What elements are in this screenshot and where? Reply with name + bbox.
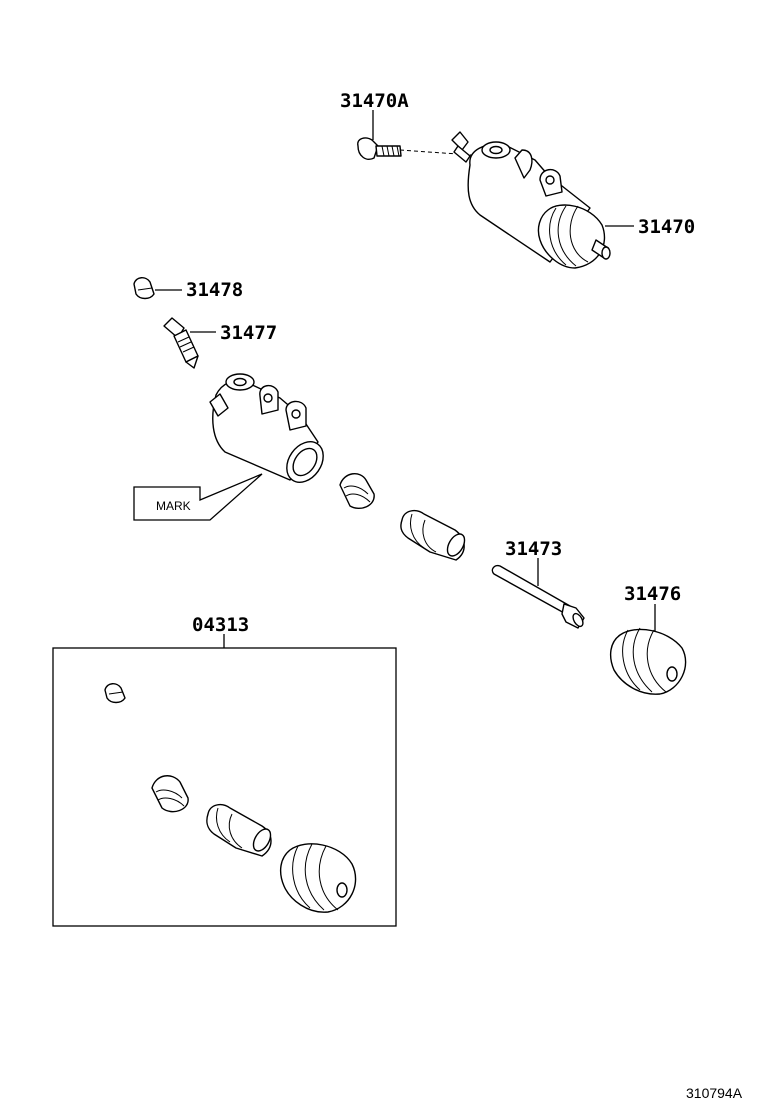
label-31470A: 31470A <box>340 90 409 112</box>
repair-kit-box-04313[interactable] <box>52 647 397 927</box>
diagram-reference-number: 310794A <box>686 1085 743 1101</box>
kit-bleeder-cap[interactable] <box>104 683 126 704</box>
bolt-31470A[interactable] <box>357 137 402 160</box>
label-31478: 31478 <box>186 279 243 301</box>
bleeder-plug-31477[interactable] <box>163 317 199 369</box>
kit-cup-seal[interactable] <box>151 775 189 813</box>
piston[interactable] <box>400 509 468 561</box>
kit-piston[interactable] <box>206 803 274 857</box>
cup-seal[interactable] <box>339 473 375 510</box>
kit-boot[interactable] <box>279 843 357 913</box>
label-31477: 31477 <box>220 322 277 344</box>
label-04313: 04313 <box>192 614 249 636</box>
cylinder-body[interactable] <box>209 373 331 489</box>
boot-31476[interactable] <box>609 627 687 695</box>
mark-callout: MARK <box>133 473 263 521</box>
bleeder-cap-31478[interactable] <box>133 277 155 300</box>
mark-label: MARK <box>156 499 191 513</box>
label-31470: 31470 <box>638 216 695 238</box>
cylinder-assembly-31470[interactable] <box>399 131 611 269</box>
label-31476: 31476 <box>624 583 681 605</box>
push-rod-31473[interactable] <box>491 564 585 629</box>
label-31473: 31473 <box>505 538 562 560</box>
